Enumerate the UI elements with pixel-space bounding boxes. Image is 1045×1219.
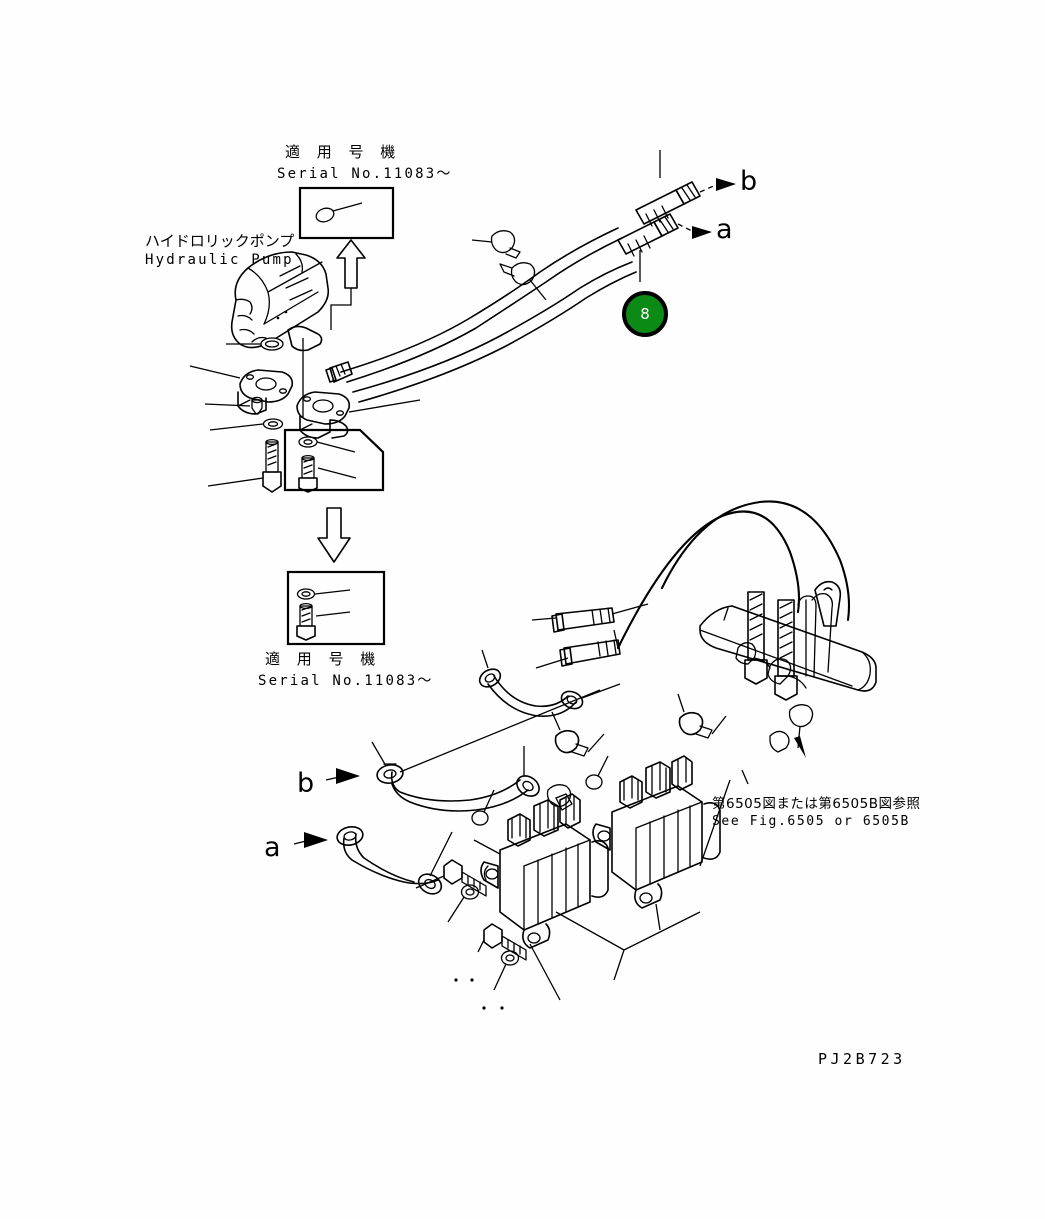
- vertical-rod-1: [797, 595, 817, 677]
- item-callout-badge-8[interactable]: 8: [622, 291, 668, 337]
- serial-bottom-en-label: Serial No.11083～: [258, 673, 434, 689]
- vertical-rod-3: [814, 580, 842, 627]
- plug-left-of-valve: [471, 789, 495, 826]
- arrow-from-a-lower: [293, 832, 328, 848]
- marker-bottom-a: a: [264, 832, 281, 863]
- plug-above-valves: [585, 755, 609, 790]
- marker-top-a: a: [716, 214, 733, 245]
- serial-variant-box-top: [298, 186, 395, 240]
- see-fig-en-label: See Fig.6505 or 6505B: [712, 814, 910, 829]
- washer-set-b: [493, 950, 520, 991]
- pump-jp-label: ハイドロリックポンプ: [145, 232, 295, 250]
- hose-lower-b: [371, 741, 540, 812]
- hose-clamp-lower: [499, 262, 547, 301]
- pump-plug-fitting: [204, 396, 263, 415]
- hose-clamp-upper: [471, 230, 521, 259]
- elbow-fitting-left: [555, 793, 573, 811]
- arrow-from-b-lower: [325, 768, 360, 784]
- frame-rail: [699, 605, 877, 692]
- arc-hose-outer: [660, 500, 851, 622]
- drawing-number: PJ2B723: [818, 1050, 906, 1068]
- washer-set-a: [447, 884, 480, 923]
- hose-end-fitting-a: [617, 213, 679, 282]
- arc-hose-inner: [616, 510, 801, 650]
- fitting-above-valves: [551, 711, 605, 757]
- marker-bottom-b: b: [297, 768, 315, 799]
- serial-top-en-label: Serial No.11083～: [277, 166, 453, 182]
- serial-top-jp-label: 適 用 号 機: [285, 143, 402, 161]
- control-valve-left: [473, 793, 609, 1001]
- lower-hose-fitting-1: [551, 603, 649, 633]
- valve-fitting-a: [546, 784, 572, 808]
- rail-fitting-3: [788, 704, 814, 758]
- rail-fitting-2: [767, 658, 807, 689]
- hose-end-fitting-b: [635, 150, 701, 227]
- hose-upper-b: [340, 227, 623, 383]
- variant-box-bottom: [286, 570, 386, 646]
- serial-bottom-jp-label: 適 用 号 機: [265, 650, 382, 668]
- fitting-right-lower: [769, 730, 790, 753]
- marker-top-b: b: [740, 166, 758, 197]
- curved-tube-upper: [478, 649, 621, 718]
- bolt-upper: [207, 438, 282, 493]
- hose-upper-a: [352, 261, 637, 403]
- variant-arrow-down: [317, 507, 351, 563]
- lower-hose-fitting-2: [535, 629, 621, 669]
- hose-lower-a: [336, 825, 453, 895]
- fitting-right-mid: [677, 693, 727, 739]
- bolt-set-b: [477, 923, 527, 961]
- washer-upper: [209, 418, 284, 431]
- arrow-to-b: [699, 178, 736, 193]
- vertical-pipe-2: [774, 599, 798, 701]
- see-fig-jp-label: 第6505図または第6505B図参照: [712, 796, 921, 812]
- variant-box-mid: [283, 428, 385, 493]
- hose-fitting-pump-b: [325, 361, 353, 383]
- vertical-pipe-1: [744, 591, 768, 685]
- pump-outlet-port: [287, 325, 323, 352]
- pump-seal-oring: [226, 337, 284, 351]
- bolt-set-a: [415, 859, 487, 897]
- pump-en-label: Hydraulic Pump: [145, 252, 294, 268]
- control-valve-right: [592, 755, 731, 931]
- split-flange-left: [189, 365, 294, 415]
- item-callout-number: 8: [640, 305, 650, 323]
- arrow-to-a: [677, 223, 712, 239]
- variant-arrow-up: [336, 239, 366, 289]
